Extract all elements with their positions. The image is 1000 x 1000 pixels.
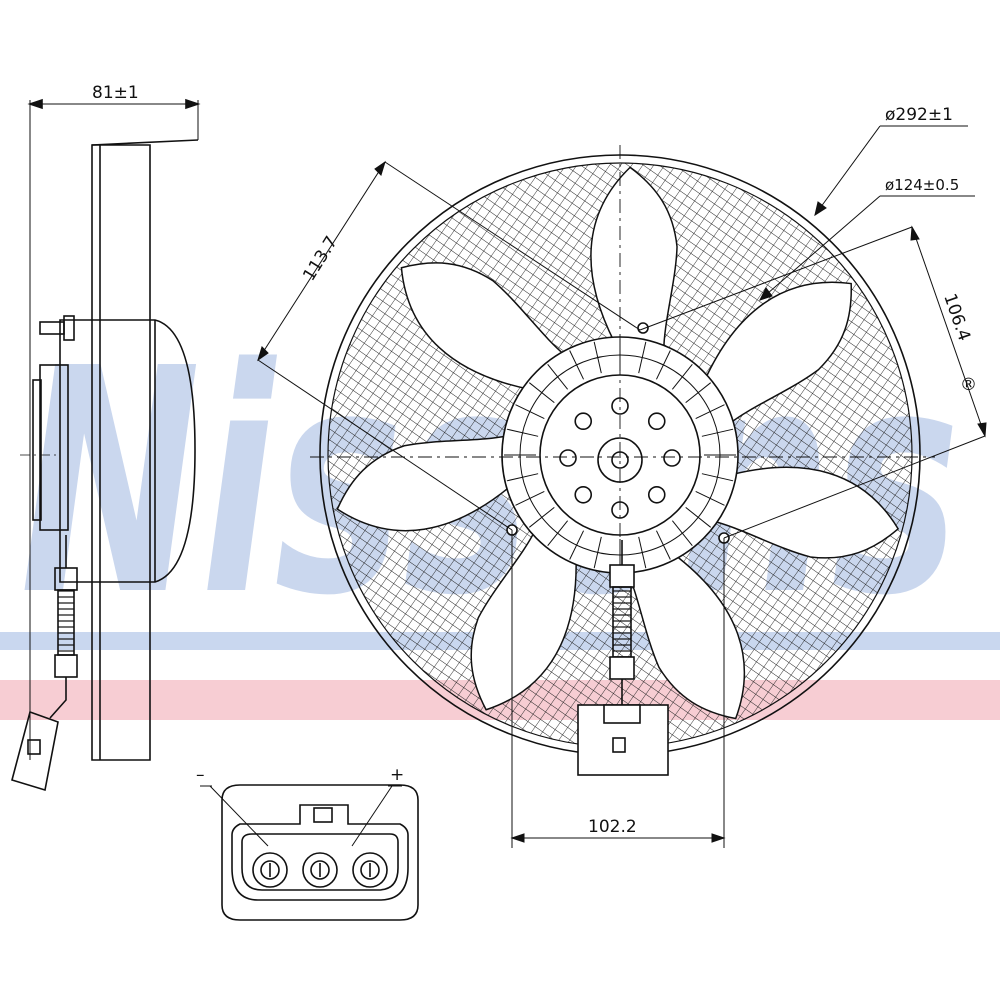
fan-diameter-label: ø292±1 (885, 105, 953, 125)
cable-clip-front-upper (609, 564, 635, 588)
depth-arrow-left (27, 98, 43, 110)
fan-diameter-leader (814, 125, 881, 216)
hub-diameter-leader (759, 195, 881, 301)
front-view (310, 145, 935, 776)
minus-leader (209, 785, 269, 847)
minus-label: – (196, 765, 205, 785)
front-dimensions (257, 125, 987, 848)
fan-blade (703, 281, 852, 426)
hub-hole (647, 485, 666, 504)
offset-a-label: 113.7 (299, 233, 342, 285)
mount-hole-top (637, 322, 649, 334)
hub-diameter-label: ø124±0.5 (885, 176, 959, 194)
hub-hole (559, 449, 577, 467)
plus-leader (351, 785, 393, 847)
connector-detail (200, 784, 419, 921)
cable-spring-front (612, 586, 632, 658)
hub-hole (663, 449, 681, 467)
hub-profile (59, 319, 196, 583)
connector-pin (302, 852, 338, 888)
watermark-registered-mark: ® (960, 375, 977, 395)
fan-blade (710, 466, 900, 559)
mount-spacing-label: 102.2 (588, 817, 637, 837)
depth-arrow-right (185, 98, 201, 110)
plus-label: + (390, 765, 404, 785)
motor-body (39, 364, 69, 531)
hub-holes (559, 397, 681, 519)
connector-pin (252, 852, 288, 888)
depth-label: 81±1 (92, 83, 139, 103)
cable-spring-side (57, 589, 75, 656)
side-view (11, 98, 201, 792)
fan-blade (400, 262, 568, 390)
fan-blade (590, 166, 678, 352)
fan-blade (624, 553, 746, 720)
hub-hole (574, 412, 593, 431)
fan-blade (470, 528, 577, 711)
side-plug (11, 710, 59, 792)
cable-clip-front-lower (609, 656, 635, 680)
hub-hole (574, 485, 593, 504)
fan-blade (336, 434, 513, 532)
connector-pins (252, 852, 388, 888)
connector-pin (352, 852, 388, 888)
hub-hole (647, 412, 666, 431)
fan-disc-profile (91, 144, 151, 761)
fan-blades (336, 166, 900, 720)
